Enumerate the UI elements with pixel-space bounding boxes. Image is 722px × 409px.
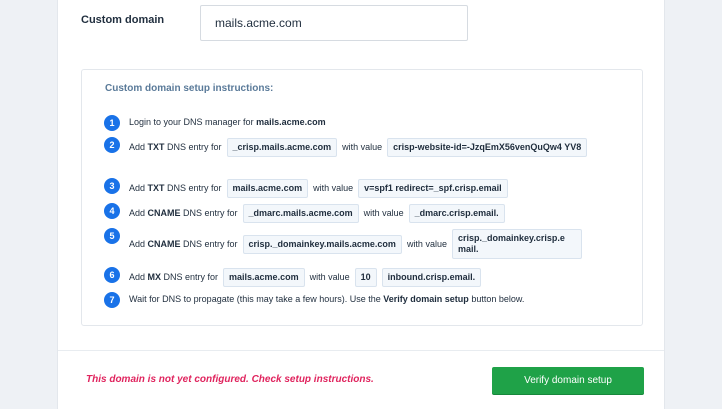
- step-text: with value: [313, 183, 354, 193]
- step-text: Add: [129, 142, 148, 152]
- instruction-step-6: 6 Add MX DNS entry for mails.acme.com wi…: [104, 267, 486, 287]
- step-number-badge: 2: [104, 137, 120, 153]
- setup-instructions-panel: Custom domain setup instructions: 1 Logi…: [81, 69, 643, 326]
- step-text: DNS entry for: [164, 183, 222, 193]
- domain-settings-card: Custom domain Custom domain setup instru…: [57, 0, 665, 409]
- dns-entry-chip[interactable]: _dmarc.mails.acme.com: [242, 204, 359, 223]
- dns-value-chip[interactable]: crisp-website-id=-JzqEmX56venQuQw4 YV8: [387, 138, 588, 157]
- instruction-step-2: 2 Add TXT DNS entry for _crisp.mails.acm…: [104, 137, 624, 157]
- mx-priority-chip[interactable]: 10: [354, 268, 377, 287]
- step-text: DNS entry for: [161, 272, 219, 282]
- step-text: Add: [129, 208, 148, 218]
- custom-domain-input[interactable]: [200, 5, 468, 41]
- step-text: Login to your DNS manager for: [129, 117, 257, 127]
- step-text: with value: [309, 272, 350, 282]
- domain-status-message: This domain is not yet configured. Check…: [86, 374, 374, 385]
- dns-value-chip[interactable]: inbound.crisp.email.: [381, 268, 482, 287]
- dns-value-chip[interactable]: v=spf1 redirect=_spf.crisp.email: [358, 179, 508, 198]
- record-type: TXT: [147, 142, 165, 152]
- step-text: Wait for DNS to propagate (this may take…: [129, 294, 384, 304]
- record-type: CNAME: [147, 238, 181, 249]
- step-number-badge: 5: [104, 228, 120, 244]
- instruction-step-1: 1 Login to your DNS manager for mails.ac…: [104, 115, 326, 131]
- dns-entry-chip[interactable]: _crisp.mails.acme.com: [226, 138, 338, 157]
- instruction-step-5: 5 Add CNAME DNS entry for crisp._domaink…: [104, 228, 624, 259]
- step-number-badge: 7: [104, 292, 120, 308]
- step-text: Add: [129, 238, 148, 249]
- dns-value-chip[interactable]: crisp._domainkey.crisp.e mail.: [451, 229, 582, 259]
- instructions-title: Custom domain setup instructions:: [105, 83, 274, 94]
- step-number-badge: 3: [104, 178, 120, 194]
- step-number-badge: 4: [104, 203, 120, 219]
- dns-entry-chip[interactable]: mails.acme.com: [223, 268, 305, 287]
- step-text: DNS entry for: [180, 208, 238, 218]
- record-type: TXT: [147, 183, 165, 193]
- step-text: with value: [363, 208, 404, 218]
- instruction-step-4: 4 Add CNAME DNS entry for _dmarc.mails.a…: [104, 203, 510, 223]
- step-text: button below.: [468, 294, 525, 304]
- step-text: Add: [129, 183, 148, 193]
- record-type: MX: [147, 272, 162, 282]
- dns-entry-chip[interactable]: crisp._domainkey.mails.acme.com: [242, 234, 402, 254]
- step-number-badge: 6: [104, 267, 120, 283]
- step-text: Add: [129, 272, 148, 282]
- verify-domain-button[interactable]: Verify domain setup: [492, 367, 644, 394]
- instruction-step-7: 7 Wait for DNS to propagate (this may ta…: [104, 292, 525, 308]
- instruction-step-3: 3 Add TXT DNS entry for mails.acme.com w…: [104, 178, 513, 198]
- step-text: with value: [342, 142, 383, 152]
- step-text: DNS entry for: [164, 142, 222, 152]
- custom-domain-label: Custom domain: [81, 14, 165, 26]
- step-number-badge: 1: [104, 115, 120, 131]
- step-text: with value: [406, 238, 447, 249]
- step-text: DNS entry for: [180, 238, 238, 249]
- record-type: CNAME: [147, 208, 181, 218]
- dns-entry-chip[interactable]: mails.acme.com: [226, 179, 309, 198]
- verify-reference-text: Verify domain setup: [383, 294, 469, 304]
- domain-name-text: mails.acme.com: [256, 117, 326, 127]
- dns-value-chip[interactable]: _dmarc.crisp.email.: [408, 204, 505, 223]
- footer-divider: [58, 350, 664, 351]
